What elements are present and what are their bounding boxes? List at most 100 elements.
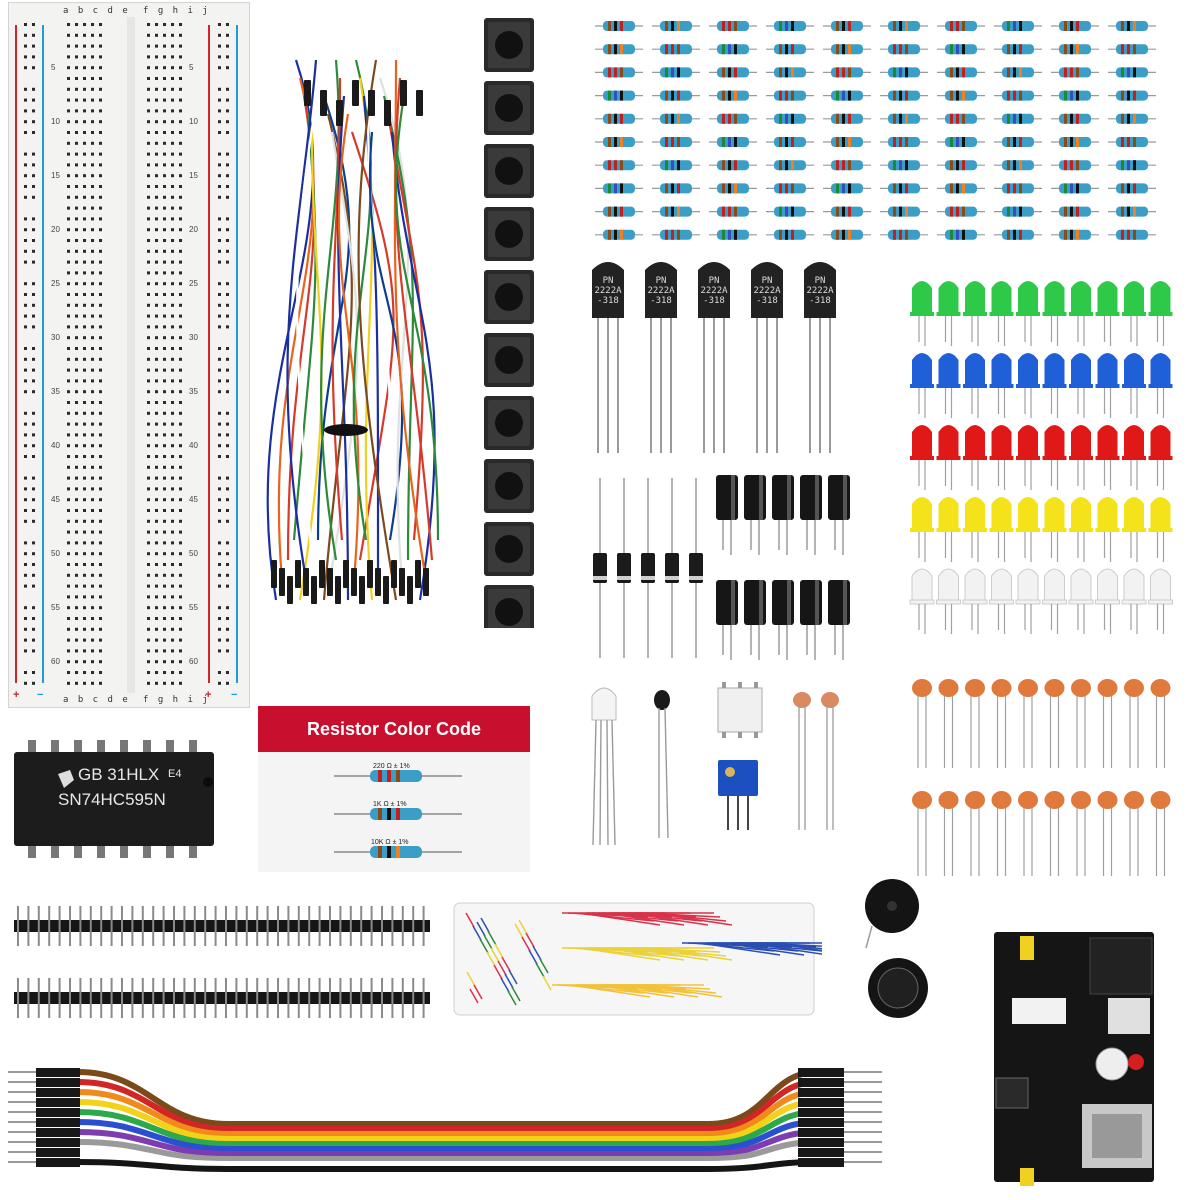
resistor-band [1064,229,1067,240]
resistor-band [836,67,839,78]
resistor-band [1013,229,1016,240]
jumper-wire [390,131,436,601]
resistor-body [1059,113,1091,124]
ribbon-connector-right [798,1138,844,1147]
resistor-body [1059,229,1091,240]
resistor-band [785,90,788,101]
resistor-band [677,206,680,217]
jumper-connector [279,568,285,596]
breadboard-plus-label-right: + [205,689,212,701]
led-rim [936,599,961,605]
resistor-body [1116,229,1148,240]
passive-buzzer-hole [887,901,897,911]
card-resistor-band [387,846,391,858]
led-rim [963,312,987,316]
transistor-body [592,262,624,318]
resistor-band [671,206,674,217]
led-rim [936,528,961,532]
resistor-body [603,229,635,240]
jumper-wire [266,59,315,601]
led-rim [1042,599,1067,605]
ribbon-wire [77,1099,819,1142]
resistor-body [831,44,863,55]
resistor-body [888,229,920,240]
led-body [1071,281,1091,314]
ceramic-cap-disc [965,679,985,697]
led-body [1123,568,1145,603]
resistor-band [677,90,680,101]
wire-piece-small [472,925,482,941]
resistor-band [1013,113,1016,124]
resistor-band [956,183,959,194]
resistor-band [1007,229,1010,240]
resistor-band [1013,206,1016,217]
ceramic-cap-disc [1018,679,1038,697]
resistor-band [1133,44,1136,55]
resistor-band [893,229,896,240]
resistor-band [1127,90,1130,101]
led-rim [1122,312,1146,316]
push-button-cap [495,346,523,374]
resistor-band [608,113,611,124]
resistor-band [1064,44,1067,55]
resistor-body [831,206,863,217]
wire-piece-small [518,919,528,935]
led-rim [1016,528,1040,532]
resistor-band [899,183,902,194]
resistor-band [893,67,896,78]
wire-piece-small [473,984,483,1000]
resistor-band [1070,113,1073,124]
resistor-band [1076,90,1079,101]
resistor-band [1133,206,1136,217]
wire-piece-small [521,936,531,952]
led-body [1018,497,1038,530]
ribbon-connector-left [36,1068,80,1077]
resistor-band [836,90,839,101]
resistor-band [1019,90,1022,101]
wire-piece-small [480,917,490,933]
led-body [991,281,1012,314]
transistor-body [645,262,677,318]
resistor-band [1064,206,1067,217]
wire-piece-small [539,958,549,974]
row-number-20-r: 20 [189,225,198,235]
jumper-connector-top [384,100,391,126]
led-rim [936,312,961,316]
resistor-body [945,113,977,124]
card-resistor-band [396,770,400,782]
resistor-band [677,137,680,147]
diode-band [617,576,631,580]
resistor-body [660,229,692,240]
resistor-band [842,67,845,78]
resistor-band [665,44,668,55]
resistor-body [717,137,749,147]
resistor-body [1116,183,1148,194]
resistor-body [774,44,806,55]
wire-piece-small [466,971,476,987]
jumper-wire-bundle [266,59,440,604]
push-button-cap [495,31,523,59]
led-body [1097,353,1118,386]
resistor-band [836,44,839,55]
led-body [938,568,959,603]
jumper-connector [287,576,293,604]
transistor-row: PN 2222A -318 PN 2222A -318 PN 2222A -31… [588,258,858,458]
resistor-band [1007,137,1010,147]
jumper-connector-top [336,100,343,126]
resistor-band [1133,113,1136,124]
resistor-band [956,160,959,171]
rgb-led-lead [606,719,609,846]
diode-body [665,553,679,583]
resistor-band [893,90,896,101]
led-rim [1069,528,1093,532]
psu-switch [1108,998,1150,1034]
jumper-connector [335,576,341,604]
active-buzzer-label [877,967,919,1009]
resistor-band [899,229,902,240]
resistor-band [608,90,611,101]
resistor-band [665,183,668,194]
wire-piece-small [497,960,507,976]
led-rim [910,312,934,316]
resistor-band [848,21,851,31]
resistor-body [945,67,977,78]
